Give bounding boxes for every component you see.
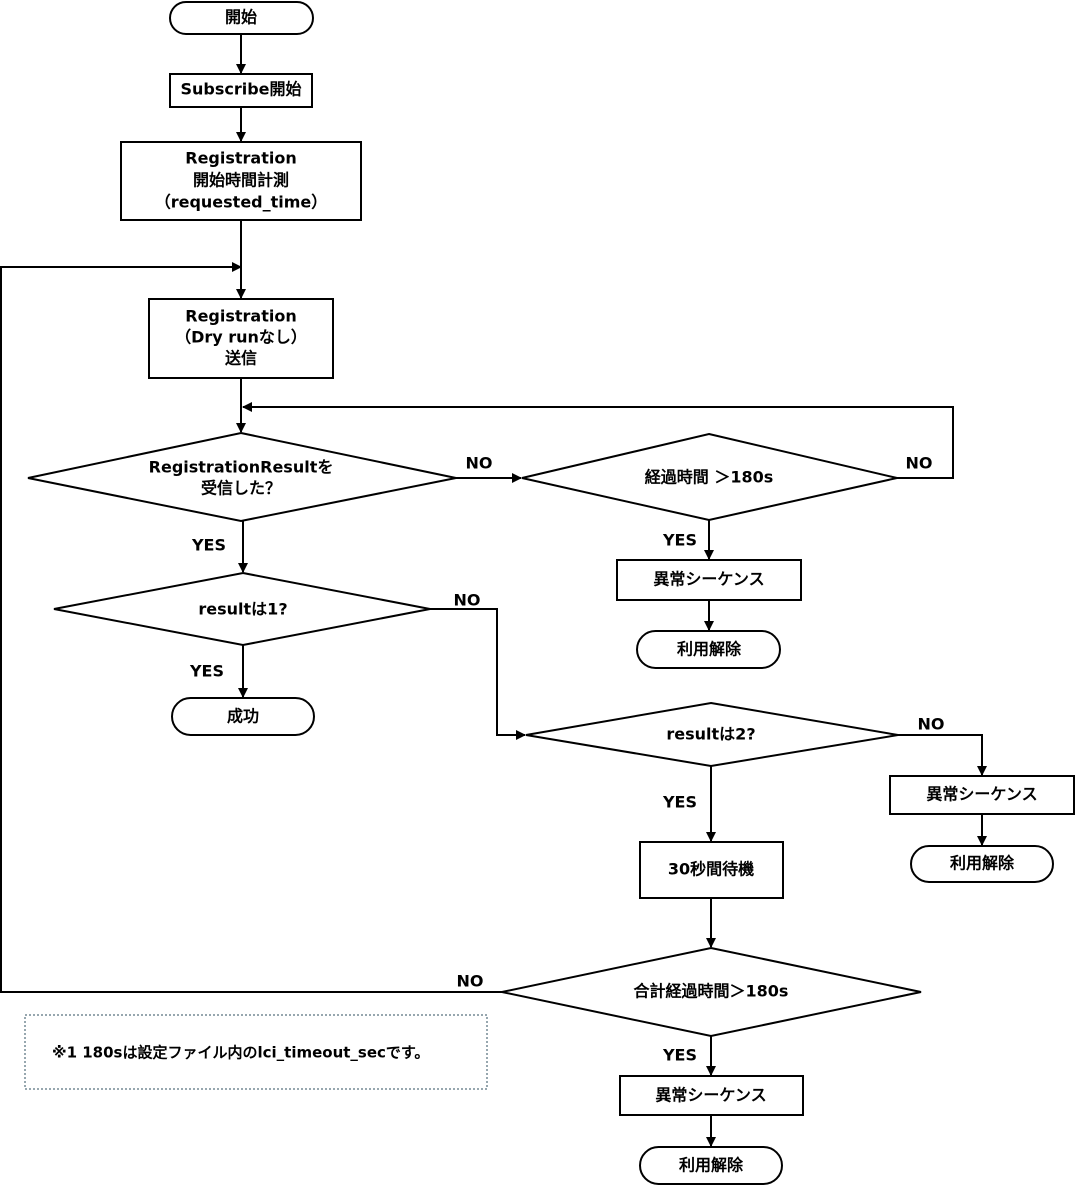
result2-no-label: NO (918, 715, 945, 734)
start-label: 開始 (225, 8, 257, 27)
start-terminal: 開始 (169, 1, 314, 35)
elapsed-label: 経過時間 ＞180s (645, 468, 774, 487)
error-process-1: 異常シーケンス (616, 559, 802, 601)
total-yes-label: YES (662, 1046, 697, 1065)
release-label-2: 利用解除 (950, 854, 1015, 873)
edge-labels: NO NO YES YES NO YES NO YES NO YES (189, 454, 945, 1065)
result2-yes-label: YES (662, 793, 697, 812)
send-line-1: Registration (185, 307, 296, 326)
subscribe-process: Subscribe開始 (169, 73, 313, 108)
error-label-2: 異常シーケンス (926, 785, 1037, 804)
note-box: ※1 180sは設定ファイル内のlci_timeout_secです。 (24, 1014, 488, 1090)
result2-label: resultは2? (666, 725, 755, 744)
measure-line-2: 開始時間計測 (193, 171, 289, 190)
subscribe-label: Subscribe開始 (180, 80, 301, 99)
release-label-1: 利用解除 (677, 640, 742, 659)
received-line-1: RegistrationResultを (149, 458, 334, 477)
error-label-3: 異常シーケンス (655, 1086, 766, 1105)
send-process: Registration （Dry runなし） 送信 (148, 298, 334, 379)
elapsed-yes-label: YES (662, 531, 697, 550)
total-no-label: NO (457, 972, 484, 991)
edge-result2-no-error2 (898, 734, 987, 776)
error-process-3: 異常シーケンス (619, 1075, 804, 1116)
release-label-3: 利用解除 (679, 1156, 744, 1175)
elapsed-decision: 経過時間 ＞180s (521, 432, 898, 522)
received-line-2: 受信した？ (201, 479, 281, 498)
total-label: 合計経過時間＞180s (634, 982, 789, 1001)
release-terminal-3: 利用解除 (639, 1146, 783, 1185)
result1-label: resultは1? (198, 600, 287, 619)
release-terminal-1: 利用解除 (636, 630, 781, 669)
result1-yes-label: YES (189, 662, 224, 681)
success-label: 成功 (227, 707, 259, 726)
measure-process: Registration 開始時間計測 （requested_time） (120, 141, 362, 221)
result1-no-label: NO (454, 591, 481, 610)
measure-line-3: （requested_time） (155, 193, 328, 212)
error-label-1: 異常シーケンス (653, 570, 764, 589)
result2-decision: resultは2? (525, 701, 899, 768)
measure-line-1: Registration (185, 149, 296, 168)
edge-elapsed-no-loop (242, 402, 954, 479)
note-text: ※1 180sは設定ファイル内のlci_timeout_secです。 (52, 1044, 429, 1062)
total-decision: 合計経過時間＞180s (501, 946, 922, 1038)
send-line-3: 送信 (224, 349, 257, 368)
received-yes-label: YES (191, 536, 226, 555)
edge-result1-no-result2 (430, 608, 526, 740)
wait-process: 30秒間待機 (639, 841, 784, 899)
send-line-2: （Dry runなし） (175, 328, 307, 347)
elapsed-no-label: NO (906, 454, 933, 473)
received-decision: RegistrationResultを 受信した？ (27, 431, 457, 523)
error-process-2: 異常シーケンス (889, 775, 1075, 815)
success-terminal: 成功 (171, 697, 315, 736)
received-no-label: NO (466, 454, 493, 473)
edges (0, 34, 987, 1147)
release-terminal-2: 利用解除 (910, 845, 1054, 883)
wait-label: 30秒間待機 (668, 860, 754, 879)
result1-decision: resultは1? (53, 571, 431, 647)
edge-total-no-loop (0, 262, 502, 993)
